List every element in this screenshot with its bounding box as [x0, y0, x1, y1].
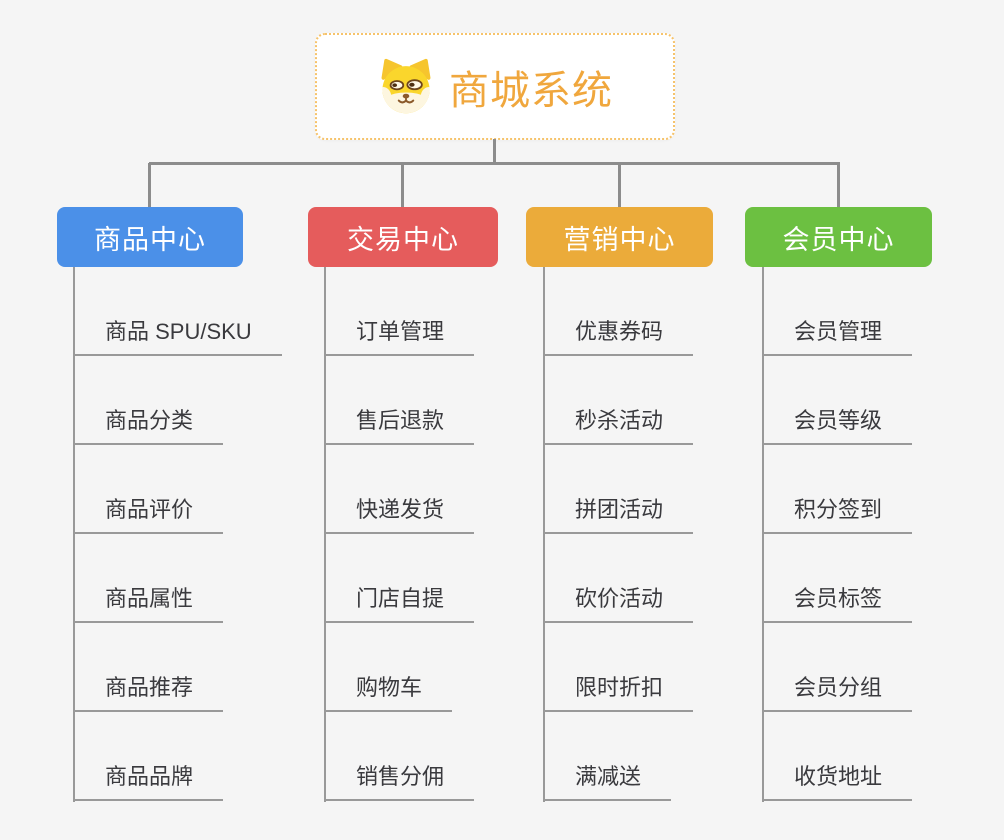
root-node-mall-system[interactable]: 商城系统 — [315, 33, 675, 140]
connector-drop-product — [148, 163, 151, 208]
leaf-node[interactable]: 门店自提 — [324, 581, 475, 623]
connector-column-member — [762, 267, 764, 802]
column-member-center: 会员管理 会员等级 积分签到 会员标签 会员分组 收货地址 — [762, 267, 1004, 803]
connector-drop-trade — [401, 163, 404, 208]
root-title: 商城系统 — [449, 68, 613, 113]
leaf-node[interactable]: 砍价活动 — [543, 581, 694, 623]
leaf-node[interactable]: 收货地址 — [762, 759, 913, 801]
leaf-node[interactable]: 满减送 — [543, 759, 672, 801]
leaf-node[interactable]: 优惠券码 — [543, 314, 694, 356]
leaf-node[interactable]: 快递发货 — [324, 492, 475, 534]
connector-horizontal — [149, 162, 840, 165]
branch-trade-center[interactable]: 交易中心 — [308, 207, 498, 267]
leaf-node[interactable]: 商品分类 — [73, 403, 224, 445]
branch-product-center[interactable]: 商品中心 — [57, 207, 243, 267]
connector-root-drop — [493, 139, 496, 164]
connector-column-product — [73, 267, 75, 802]
leaf-node[interactable]: 售后退款 — [324, 403, 475, 445]
leaf-node[interactable]: 购物车 — [324, 670, 453, 712]
dog-mascot-icon — [377, 58, 435, 116]
connector-drop-marketing — [618, 163, 621, 208]
connector-column-marketing — [543, 267, 545, 802]
leaf-node[interactable]: 销售分佣 — [324, 759, 475, 801]
branch-marketing-center[interactable]: 营销中心 — [526, 207, 713, 267]
column-trade-center: 订单管理 售后退款 快递发货 门店自提 购物车 销售分佣 — [324, 267, 584, 803]
column-product-center: 商品 SPU/SKU 商品分类 商品评价 商品属性 商品推荐 商品品牌 — [73, 267, 333, 803]
leaf-node[interactable]: 拼团活动 — [543, 492, 694, 534]
leaf-node[interactable]: 商品属性 — [73, 581, 224, 623]
leaf-node[interactable]: 商品品牌 — [73, 759, 224, 801]
leaf-node[interactable]: 积分签到 — [762, 492, 913, 534]
leaf-node[interactable]: 订单管理 — [324, 314, 475, 356]
branch-member-center[interactable]: 会员中心 — [745, 207, 932, 267]
leaf-node[interactable]: 商品推荐 — [73, 670, 224, 712]
leaf-node[interactable]: 会员管理 — [762, 314, 913, 356]
leaf-node[interactable]: 会员分组 — [762, 670, 913, 712]
leaf-node[interactable]: 秒杀活动 — [543, 403, 694, 445]
connector-column-trade — [324, 267, 326, 802]
leaf-node[interactable]: 商品评价 — [73, 492, 224, 534]
leaf-node[interactable]: 会员标签 — [762, 581, 913, 623]
leaf-node[interactable]: 限时折扣 — [543, 670, 694, 712]
leaf-node[interactable]: 会员等级 — [762, 403, 913, 445]
connector-drop-member — [837, 163, 840, 208]
leaf-node[interactable]: 商品 SPU/SKU — [73, 314, 282, 356]
column-marketing-center: 优惠券码 秒杀活动 拼团活动 砍价活动 限时折扣 满减送 — [543, 267, 803, 803]
